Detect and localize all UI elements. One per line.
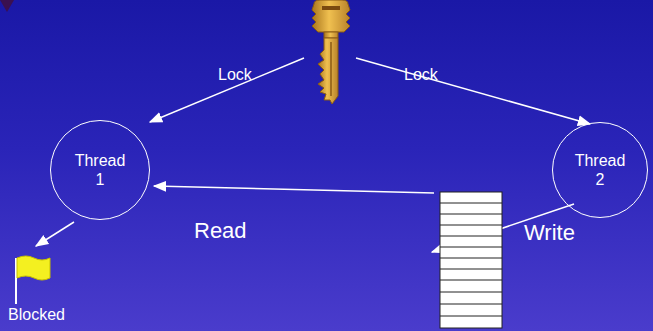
write-label: Write <box>524 220 575 246</box>
lock-label: Lock <box>218 66 252 84</box>
buffer-stack <box>440 192 502 328</box>
blocked-arrow <box>36 222 74 246</box>
read-arrow <box>154 186 434 193</box>
arrows <box>36 58 590 252</box>
thread-name: Thread 1 <box>71 151 129 189</box>
thread-circle: Thread 1 <box>50 120 150 220</box>
thread-name: Thread 2 <box>571 151 629 189</box>
read-label: Read <box>194 218 247 244</box>
lock-label: Lock <box>404 66 438 84</box>
lock-arrow <box>150 58 304 122</box>
corner-mark <box>0 0 14 12</box>
lock-arrow <box>356 58 590 124</box>
key-icon <box>312 0 350 104</box>
flag-icon <box>16 256 50 304</box>
blocked-label: Blocked <box>8 306 65 324</box>
thread-circle: Thread 2 <box>552 122 648 218</box>
